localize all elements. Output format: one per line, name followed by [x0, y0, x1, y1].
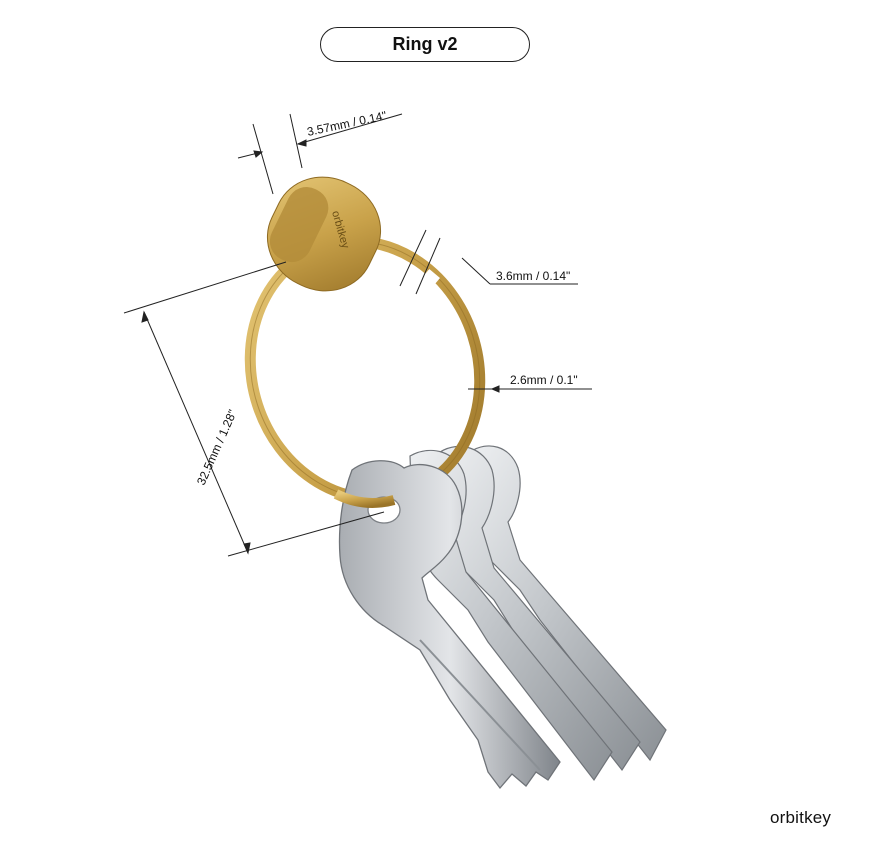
title-pill: Ring v2 — [320, 27, 530, 62]
brand-logo: orbitkey — [770, 808, 832, 827]
dimension-gap — [399, 229, 578, 295]
wire-label: 2.6mm / 0.1" — [510, 373, 578, 387]
diameter-label: 32.5mm / 1.28" — [194, 408, 240, 488]
ring-front-segment — [333, 489, 396, 508]
dimension-cap-width — [237, 113, 403, 195]
gap-label: 3.6mm / 0.14" — [496, 269, 570, 283]
dimension-diameter — [123, 261, 385, 557]
brass-cap: orbitkey — [266, 176, 382, 292]
dimension-wire — [468, 385, 592, 393]
page-title: Ring v2 — [392, 34, 458, 54]
cap-width-label: 3.57mm / 0.14" — [306, 108, 388, 139]
